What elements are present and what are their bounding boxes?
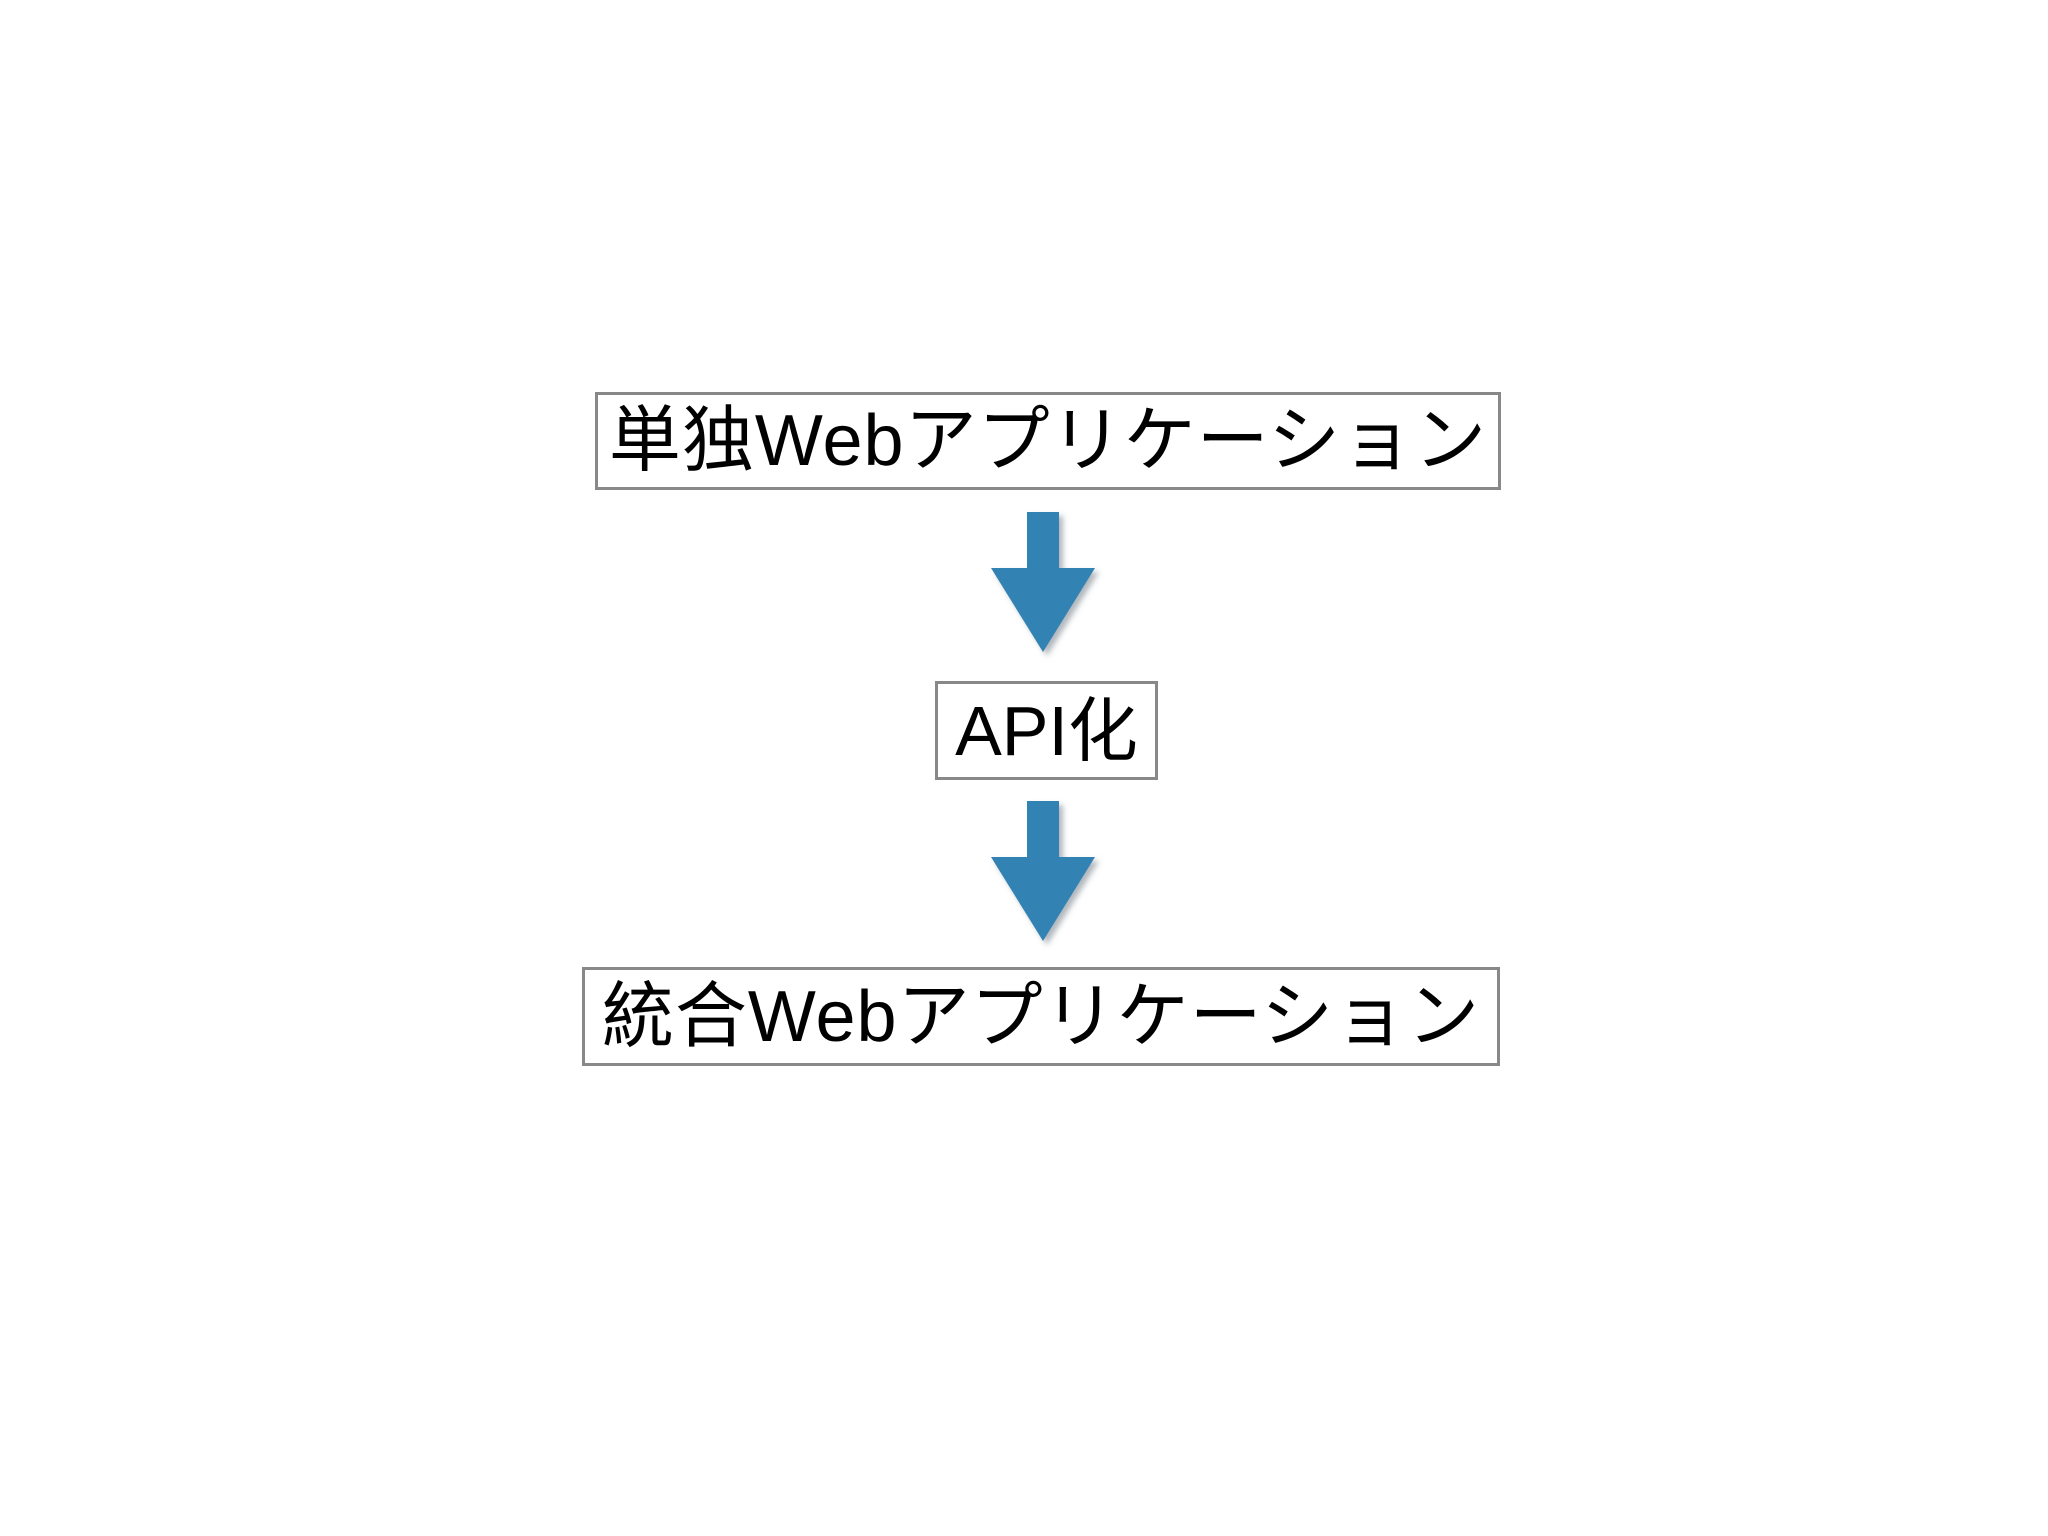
flow-node-label: API化 <box>955 691 1138 770</box>
flow-node-label: 統合Webアプリケーション <box>601 976 1481 1057</box>
flow-node-standalone-web-application[interactable]: 単独Webアプリケーション <box>595 392 1501 490</box>
down-arrow-icon <box>983 512 1103 658</box>
flow-node-integrated-web-application[interactable]: 統合Webアプリケーション <box>582 967 1500 1066</box>
flow-node-label: 単独Webアプリケーション <box>608 401 1488 481</box>
down-arrow-icon <box>983 801 1103 947</box>
flow-node-api-conversion[interactable]: API化 <box>935 681 1158 780</box>
